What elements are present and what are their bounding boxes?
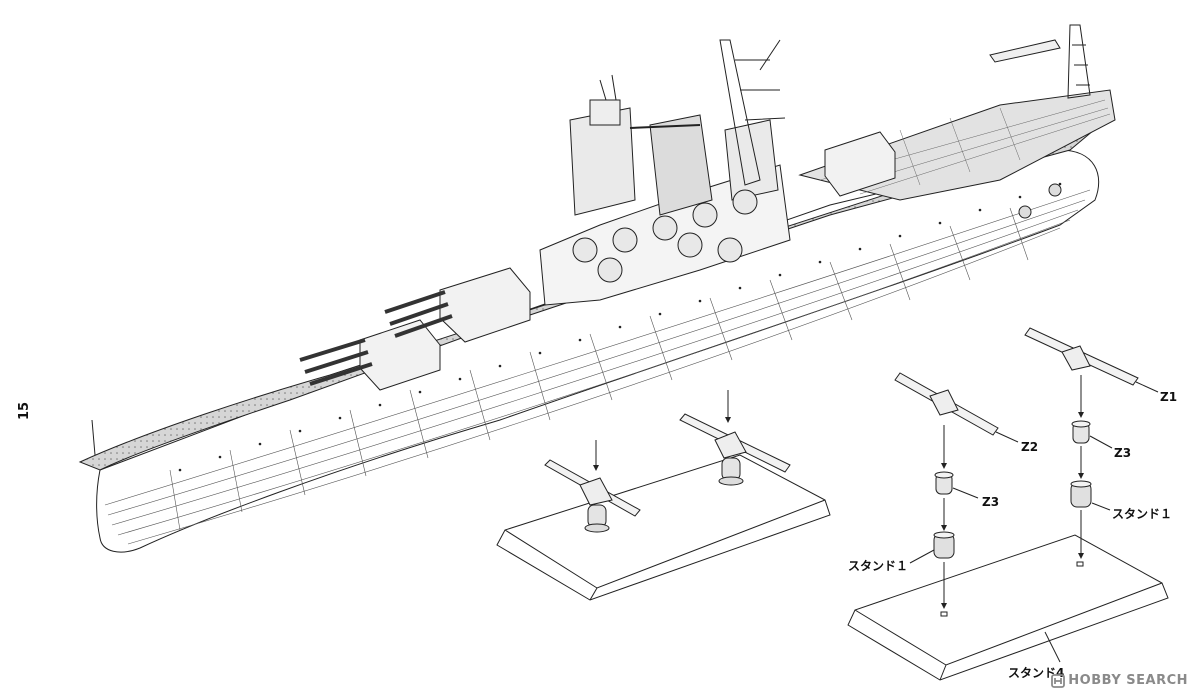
battleship-model <box>78 24 1116 553</box>
watermark: HOBBY SEARCH <box>1051 673 1188 688</box>
stand-assembled <box>496 390 831 601</box>
main-turret-2 <box>384 267 531 343</box>
label-z3-right: Z3 <box>1114 446 1131 460</box>
leader-stand1-left <box>909 549 935 564</box>
leader-stand1-right <box>1091 502 1111 511</box>
leader-z1 <box>1135 381 1159 393</box>
stand-cradle-right <box>679 413 791 486</box>
stand-base-left <box>496 454 831 601</box>
part-stand1-right <box>1070 480 1092 508</box>
bow-jackstaff <box>91 419 96 456</box>
label-z3-left: Z3 <box>982 495 999 509</box>
leader-z3-right <box>1089 435 1113 449</box>
main-turret-3 <box>824 131 896 197</box>
hull-plating-lines <box>104 189 1091 545</box>
label-stand4: スタンド4 <box>1008 666 1064 680</box>
part-z2 <box>894 372 999 436</box>
stand-cradle-left <box>544 459 641 533</box>
leader-z2 <box>995 431 1019 443</box>
main-turret-1 <box>299 319 441 391</box>
label-stand1-left: スタンド１ <box>848 559 908 573</box>
stand-base-right <box>847 534 1169 681</box>
watermark-text: HOBBY SEARCH <box>1068 673 1188 688</box>
label-stand1-right: スタンド１ <box>1112 507 1172 521</box>
page-number: 15 <box>17 402 32 420</box>
stand-exploded <box>847 327 1169 681</box>
propellers <box>1018 183 1062 219</box>
hull-portholes <box>178 182 1062 472</box>
label-z2: Z2 <box>1021 440 1038 454</box>
leader-stand4 <box>1044 631 1061 663</box>
mount-hole-left <box>940 611 948 617</box>
leader-z3-left <box>952 487 979 499</box>
part-z3-left <box>934 471 954 495</box>
superstructure <box>539 39 791 306</box>
stern-crane <box>989 24 1091 99</box>
part-stand1-left <box>933 531 955 559</box>
label-z1: Z1 <box>1160 390 1177 404</box>
part-z3-right <box>1071 420 1091 444</box>
mount-hole-right <box>1076 561 1084 567</box>
hobby-search-logo-icon <box>1051 673 1066 688</box>
part-z1 <box>1024 327 1139 386</box>
